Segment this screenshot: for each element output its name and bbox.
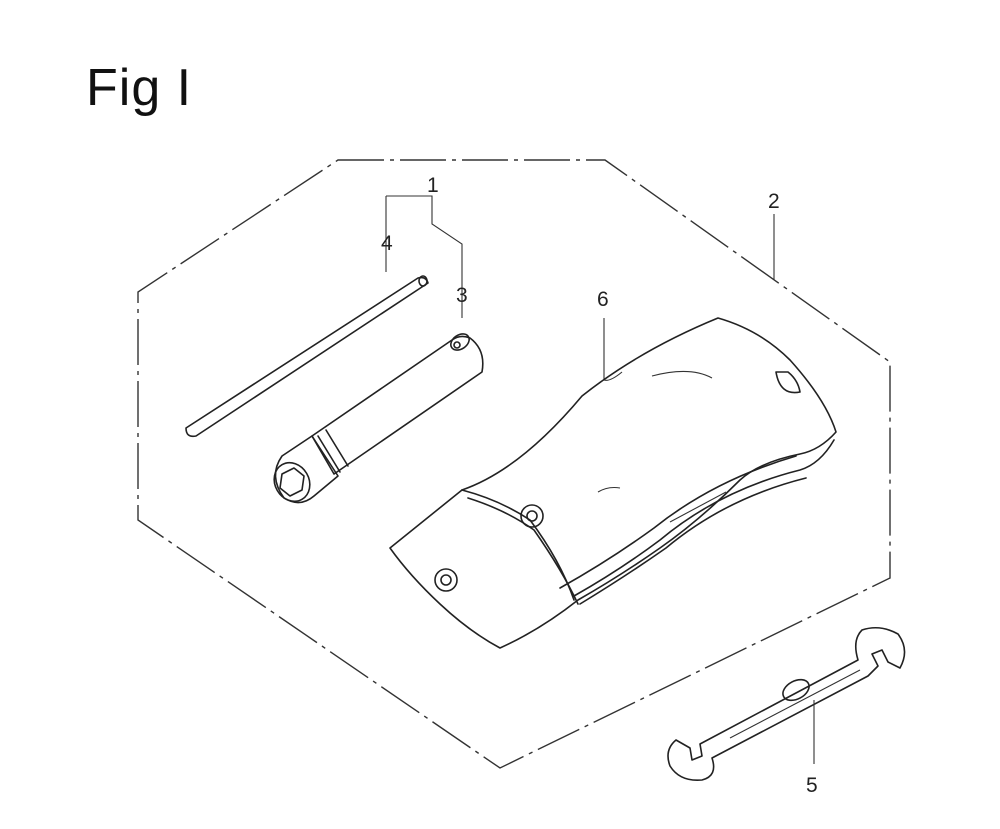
kit-boundary	[137, 159, 891, 769]
open-end-wrench-icon	[667, 626, 906, 782]
callout-4: 4	[381, 232, 393, 255]
leader-6	[603, 318, 623, 381]
callout-3: 3	[456, 284, 468, 307]
bracket-1	[386, 195, 463, 318]
tool-bag-icon	[389, 317, 837, 649]
figure-title: Fig I	[86, 59, 193, 117]
plug-socket-wrench-icon	[273, 333, 484, 504]
callout-6: 6	[597, 288, 609, 311]
callout-1: 1	[427, 174, 439, 197]
callout-5: 5	[806, 774, 818, 797]
extension-bar-icon	[185, 275, 429, 438]
callout-2: 2	[768, 190, 780, 213]
